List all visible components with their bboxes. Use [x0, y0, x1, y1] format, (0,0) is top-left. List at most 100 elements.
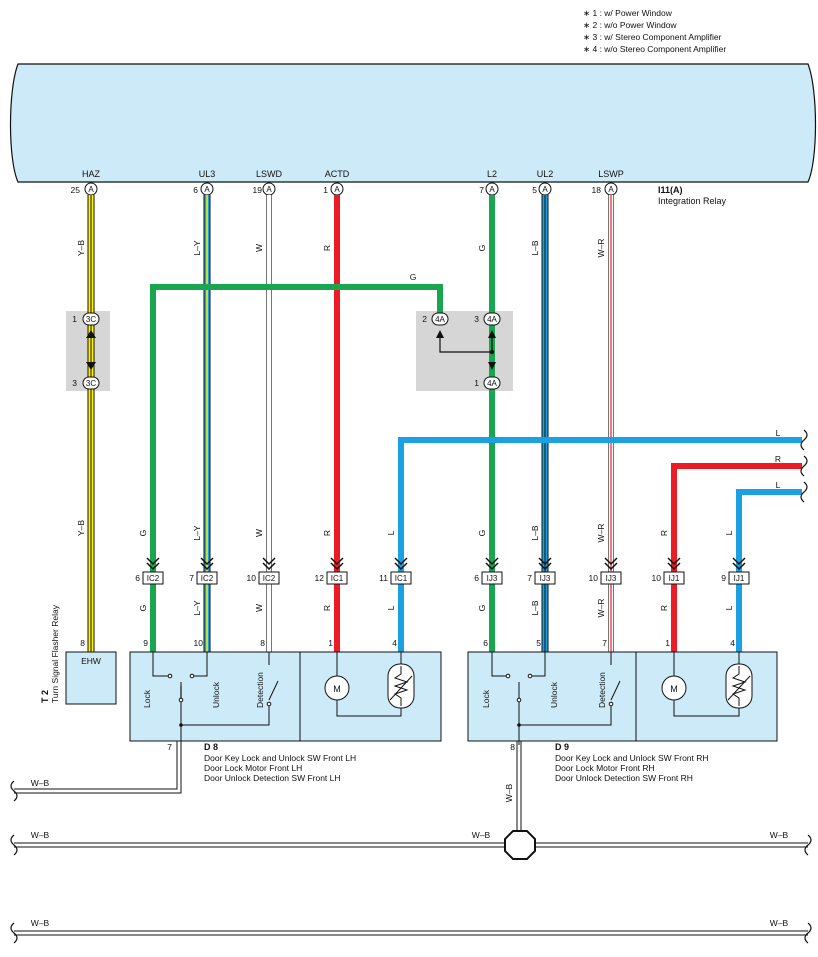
signal-lswd: LSWD	[256, 169, 283, 179]
svg-text:6: 6	[483, 638, 488, 648]
svg-text:11: 11	[379, 573, 388, 583]
d8-component: 9 10 8 1 4 Lock Unlock Detection M 7 D 8…	[129, 638, 442, 783]
svg-text:3: 3	[72, 378, 77, 388]
svg-text:D 9: D 9	[555, 742, 569, 752]
relay-pins: 25 A 6 A 19 A 1 A 7 A 5 A 18 A	[71, 182, 618, 196]
relay-pin-conn: A	[266, 185, 272, 194]
svg-text:Door Key Lock and Unlock SW Fr: Door Key Lock and Unlock SW Front LH	[204, 753, 356, 763]
junction-3c: 1 3C 3 3C	[72, 312, 100, 390]
svg-text:3C: 3C	[86, 379, 96, 388]
svg-text:9: 9	[143, 638, 148, 648]
svg-text:L–B: L–B	[530, 600, 540, 615]
svg-text:IJ1: IJ1	[669, 574, 680, 583]
svg-text:4A: 4A	[487, 315, 497, 324]
svg-text:L: L	[386, 605, 396, 610]
svg-text:L–B: L–B	[530, 525, 540, 540]
wire-label: Y–B	[76, 240, 86, 256]
svg-text:W–B: W–B	[504, 783, 514, 802]
svg-text:IJ3: IJ3	[606, 574, 617, 583]
svg-text:6: 6	[135, 573, 140, 583]
svg-text:4A: 4A	[487, 379, 497, 388]
relay-pin-conn: A	[542, 185, 548, 194]
connector-ij1-9: 9 IJ1	[721, 557, 750, 585]
wire-labels-lower: G L–Y W R L G L–B W–R R L	[138, 599, 734, 618]
note-4: ∗ 4 : w/o Stereo Component Amplifier	[583, 44, 726, 54]
relay-pin-conn: A	[489, 185, 495, 194]
svg-text:1: 1	[474, 378, 479, 388]
relay-name: Integration Relay	[658, 196, 727, 206]
svg-text:3C: 3C	[86, 315, 96, 324]
wire-label: G	[410, 272, 417, 282]
relay-pin-conn: A	[88, 185, 94, 194]
svg-text:7: 7	[189, 573, 194, 583]
svg-text:Door Key Lock and Unlock SW Fr: Door Key Lock and Unlock SW Front RH	[555, 753, 709, 763]
svg-text:W–B: W–B	[770, 830, 789, 840]
svg-text:6: 6	[474, 573, 479, 583]
svg-text:IC2: IC2	[201, 574, 214, 583]
wire-label: W–R	[596, 239, 606, 258]
relay-pin-conn: A	[334, 185, 340, 194]
svg-text:D 8: D 8	[204, 742, 218, 752]
relay-pin-conn: A	[608, 185, 614, 194]
svg-text:10: 10	[247, 573, 257, 583]
svg-text:W–B: W–B	[770, 918, 789, 928]
svg-text:4: 4	[730, 638, 735, 648]
relay-pin-conn: A	[204, 185, 210, 194]
svg-text:1: 1	[72, 314, 77, 324]
connector-ic2-10: 10 IC2	[247, 557, 280, 585]
svg-text:10: 10	[652, 573, 662, 583]
svg-text:5: 5	[536, 638, 541, 648]
svg-text:1: 1	[665, 638, 670, 648]
relay-pin-number: 6	[193, 185, 198, 195]
svg-text:Unlock: Unlock	[211, 681, 221, 708]
svg-text:L–Y: L–Y	[192, 525, 202, 540]
svg-text:IJ3: IJ3	[540, 574, 551, 583]
svg-text:G: G	[138, 605, 148, 612]
connector-ic1-12: 12 IC1	[315, 557, 348, 585]
svg-text:W: W	[254, 529, 264, 537]
svg-text:L: L	[386, 530, 396, 535]
wire-breaks	[800, 429, 808, 503]
relay-pin-number: 1	[323, 185, 328, 195]
wire-l-low	[736, 489, 802, 652]
relay-pin-number: 25	[71, 185, 81, 195]
svg-text:W–B: W–B	[31, 918, 50, 928]
svg-text:1: 1	[328, 638, 333, 648]
svg-text:Turn Signal Flasher Relay: Turn Signal Flasher Relay	[50, 604, 60, 703]
svg-text:IC1: IC1	[331, 574, 344, 583]
svg-text:IC2: IC2	[147, 574, 160, 583]
svg-text:10: 10	[194, 638, 204, 648]
connector-ic1-11: 11 IC1	[379, 557, 412, 585]
svg-text:Lock: Lock	[142, 689, 152, 708]
svg-text:IC2: IC2	[263, 574, 276, 583]
svg-text:7: 7	[527, 573, 532, 583]
signal-lswp: LSWP	[598, 169, 624, 179]
connector-ij3-10: 10 IJ3	[589, 557, 622, 585]
ptc-thermistor-icon	[725, 663, 753, 709]
svg-text:Door Unlock Detection SW Front: Door Unlock Detection SW Front RH	[555, 773, 693, 783]
motor-icon	[661, 675, 687, 701]
svg-text:W: W	[254, 604, 264, 612]
relay-pin-number: 5	[532, 185, 537, 195]
svg-text:L: L	[724, 530, 734, 535]
svg-text:IJ3: IJ3	[487, 574, 498, 583]
integration-relay-panel	[9, 63, 817, 183]
connector-ic2-7: 7 IC2	[189, 557, 218, 585]
svg-text:IC1: IC1	[395, 574, 408, 583]
connector-ij3-7: 7 IJ3	[527, 557, 556, 585]
signal-l2: L2	[487, 169, 497, 179]
d9-component: 6 5 7 1 4 Lock Unlock Detection M 8 D 9 …	[467, 638, 778, 783]
svg-text:2: 2	[422, 314, 427, 324]
relay-pin-number: 19	[253, 185, 263, 195]
svg-text:Door Unlock Detection SW Front: Door Unlock Detection SW Front LH	[204, 773, 341, 783]
wire-labels-upper: Y–B L–Y W R G L–B W–R G L R L Y–B	[76, 239, 781, 536]
wire-labels-mid: G L–Y W R L G L–B W–R R L	[138, 524, 734, 543]
svg-text:W–B: W–B	[31, 830, 50, 840]
svg-text:7: 7	[167, 742, 172, 752]
ground-labels: W–B W–B W–B W–B W–B W–B W–B	[31, 778, 789, 928]
wire-g-cross	[150, 284, 443, 652]
motor-icon	[324, 675, 350, 701]
svg-text:12: 12	[315, 573, 325, 583]
svg-text:9: 9	[721, 573, 726, 583]
